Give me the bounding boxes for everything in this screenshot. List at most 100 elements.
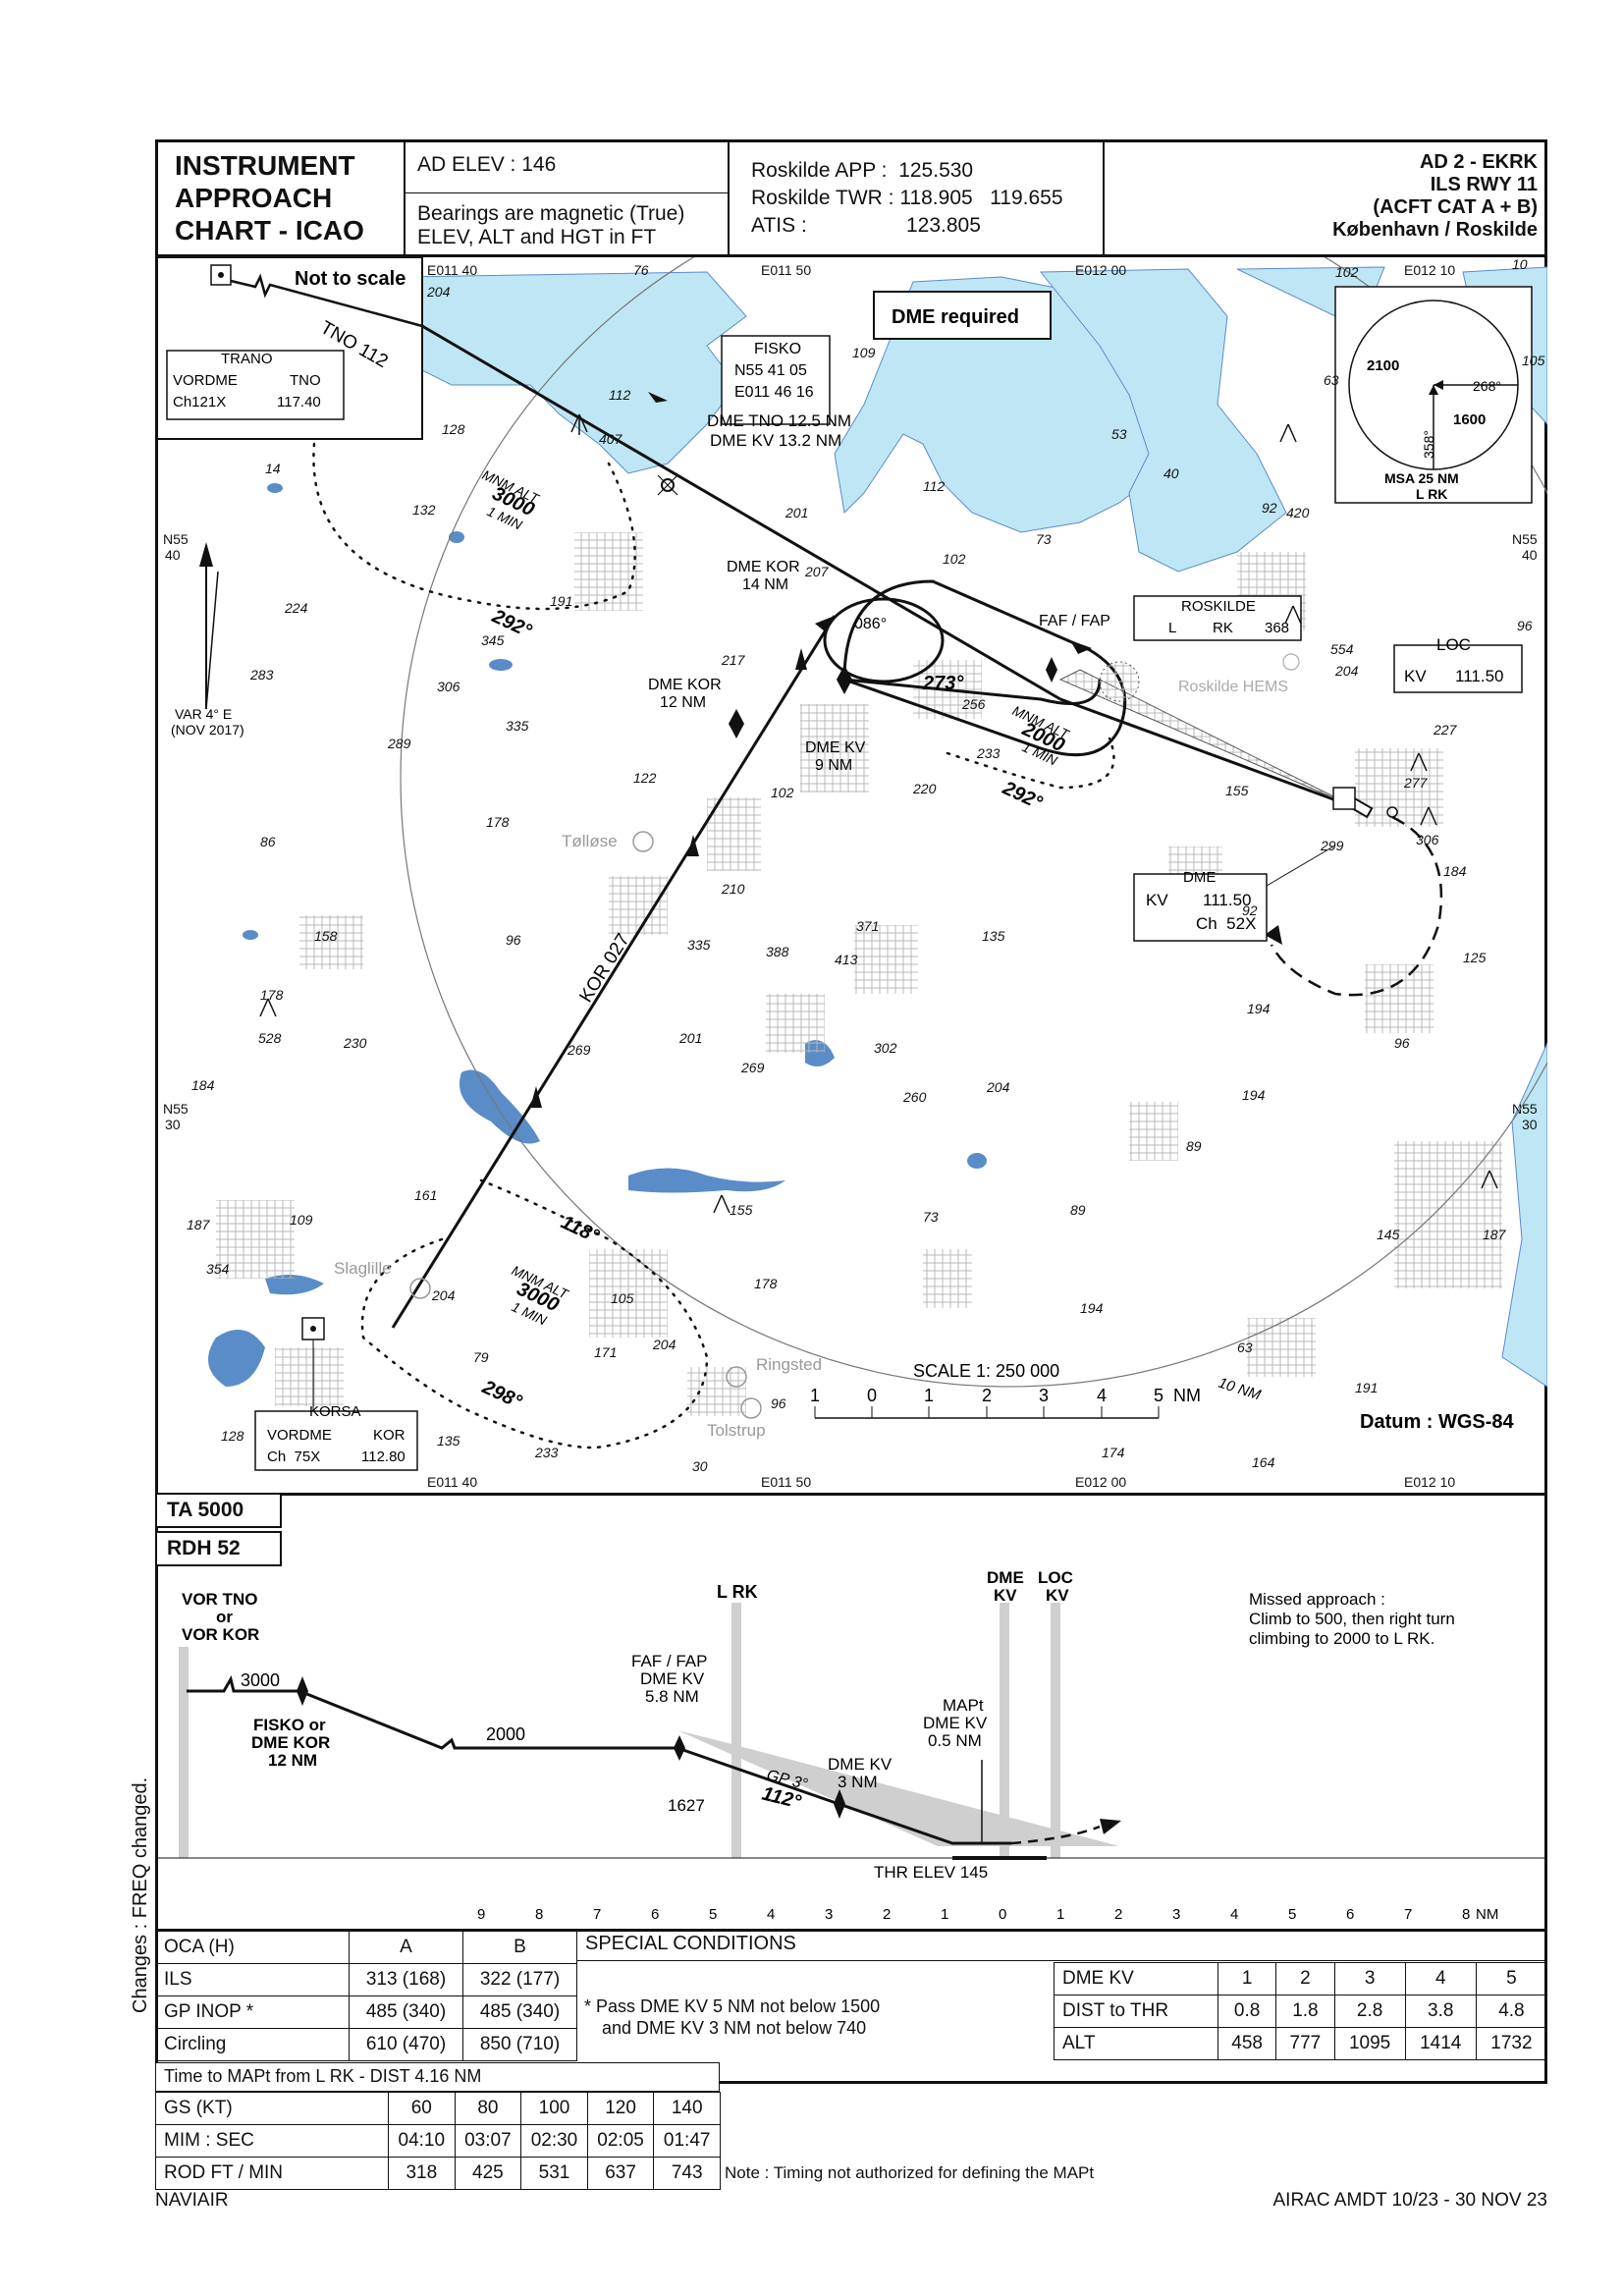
time-table-label: ROD FT / MIN <box>155 2157 389 2190</box>
spot-height: 528 <box>258 1030 282 1046</box>
fisko-label-2: DME KOR <box>251 1733 330 1752</box>
spot-height: 260 <box>902 1089 927 1105</box>
oca-row-label: Circling <box>155 2028 350 2061</box>
oca-header: OCA (H) <box>155 1931 350 1964</box>
trano-inset: Not to scale TRANO VORDME TNO Ch121X 117… <box>157 257 423 440</box>
spot-height: 554 <box>1330 641 1354 657</box>
time-table-cell: 80 <box>454 2092 522 2125</box>
timing-note: Note : Timing not authorized for definin… <box>725 2163 1095 2182</box>
scale-tick-4: 2 <box>982 1386 992 1405</box>
time-table-cell: 04:10 <box>388 2124 456 2158</box>
spot-height: 92 <box>1262 500 1277 516</box>
msa-alt-east: 1600 <box>1453 411 1486 428</box>
time-table-label: MIM : SEC <box>155 2124 389 2158</box>
scale-title: SCALE 1: 250 000 <box>913 1361 1059 1381</box>
svg-text:NM: NM <box>1476 1906 1498 1923</box>
spot-height: 10 <box>1512 257 1528 272</box>
svg-text:1: 1 <box>941 1906 948 1923</box>
vor-label-1: VOR TNO <box>182 1590 257 1609</box>
dme-table-cell: 4 <box>1404 1962 1477 1995</box>
app-freq: 125.530 <box>898 159 974 182</box>
svg-text:2: 2 <box>883 1906 891 1923</box>
time-table-cell: 120 <box>586 2092 655 2125</box>
oca-cell: 485 (340) <box>349 1995 463 2029</box>
oca-row-label: GP INOP * <box>155 1995 350 2029</box>
spot-height: 109 <box>852 345 876 360</box>
lat-label-4a: N55 <box>1512 1101 1538 1117</box>
korsa-freq: 112.80 <box>361 1449 406 1465</box>
scale-unit: NM <box>1173 1386 1201 1405</box>
dme-table-cell: 1414 <box>1404 2027 1477 2060</box>
spot-height: 204 <box>426 284 451 300</box>
localizer-feather <box>1058 669 1356 808</box>
lon-label-4: E012 10 <box>1404 262 1455 278</box>
lon-label-1: E011 40 <box>427 262 477 278</box>
dme-table-label: ALT <box>1054 2027 1218 2060</box>
south-holding-pattern <box>360 1178 709 1449</box>
msa-diagram: 2100 1600 268° 358° MSA 25 NM L RK <box>1334 286 1533 504</box>
svg-text:4: 4 <box>767 1906 775 1923</box>
spot-height: 73 <box>1036 531 1052 547</box>
spot-height: 158 <box>314 928 338 944</box>
kor-radial-label: KOR 027 <box>575 930 633 1006</box>
spot-height: 86 <box>260 834 276 849</box>
missed-approach-climb <box>1010 1825 1101 1845</box>
lat-label-2a: N55 <box>163 1101 189 1117</box>
dme-table-cell: 1095 <box>1333 2027 1406 2060</box>
fisko-lon: E011 46 16 <box>734 384 814 401</box>
units-note: ELEV, ALT and HGT in FT <box>417 226 657 248</box>
spot-height: 178 <box>754 1276 778 1291</box>
spot-heights: 204 76 112 102 10 105 109 128 407 63 53 … <box>187 257 1545 1474</box>
spot-height: 30 <box>692 1458 708 1474</box>
dme-box-ch: Ch 52X <box>1196 914 1256 933</box>
korsa-type: VORDME <box>267 1427 332 1444</box>
oca-cell: 322 (177) <box>462 1963 577 1996</box>
time-table-cell: 01:47 <box>653 2124 721 2158</box>
msa-label-1: MSA 25 NM <box>1384 470 1459 486</box>
lat-label-1b: 40 <box>165 547 181 563</box>
loc-id: KV <box>1404 667 1427 685</box>
loc-kv-bar-1: LOC <box>1038 1568 1073 1587</box>
town-tollose: Tølløse <box>562 832 618 850</box>
spot-height: 283 <box>249 667 274 683</box>
spot-height: 191 <box>1355 1380 1378 1395</box>
dme-table-label: DME KV <box>1054 1962 1218 1995</box>
spot-height: 191 <box>550 593 572 609</box>
spot-height: 89 <box>1070 1202 1086 1218</box>
spot-height: 96 <box>506 932 521 948</box>
dme-kv-box: DME KV 111.50 Ch 52X <box>1133 846 1334 942</box>
svg-text:7: 7 <box>1404 1906 1412 1923</box>
svg-text:7: 7 <box>593 1906 601 1923</box>
magnetic-variation: VAR 4° E (NOV 2017) <box>171 542 244 738</box>
scale-tick-1: 1 <box>810 1386 820 1405</box>
dme-kv-9-l2: 9 NM <box>815 757 852 774</box>
chart-title-line3: CHART - ICAO <box>175 215 364 246</box>
spot-height: 128 <box>221 1428 244 1444</box>
lon-label-2: E011 50 <box>761 262 811 278</box>
missed-approach-3: climbing to 2000 to L RK. <box>1249 1629 1434 1648</box>
lon-label-5: E011 40 <box>427 1474 477 1490</box>
aerodrome-id: AD 2 - EKRK <box>1419 151 1538 173</box>
aerodrome-name: København / Roskilde <box>1332 219 1538 241</box>
time-table-cell: 140 <box>653 2092 721 2125</box>
spot-height: 128 <box>442 421 465 437</box>
missed-approach-1: Missed approach : <box>1249 1590 1385 1609</box>
descent-path <box>187 1675 1011 1845</box>
chart-id-cell: AD 2 - EKRK ILS RWY 11 (ACFT CAT A + B) … <box>1332 151 1538 242</box>
spot-height: 277 <box>1403 775 1429 791</box>
not-to-scale-label: Not to scale <box>295 268 406 290</box>
spot-height: 407 <box>599 431 623 447</box>
oca-row-label: ILS <box>155 1963 350 1996</box>
elevation-cell: AD ELEV : 146 Bearings are magnetic (Tru… <box>406 139 730 254</box>
inbound-course-273: 273° <box>922 673 964 694</box>
course-086: 086° <box>854 616 887 632</box>
lon-label-6: E011 50 <box>761 1474 811 1490</box>
spot-height: 269 <box>567 1042 591 1058</box>
twr-freq: 118.905 119.655 <box>899 187 1063 209</box>
spot-height: 233 <box>976 745 1001 761</box>
dme-table-cell: 1.8 <box>1275 1995 1335 2028</box>
spot-height: 388 <box>766 944 789 959</box>
hems-label: Roskilde HEMS <box>1178 679 1288 695</box>
trano-channel: Ch121X <box>173 394 226 410</box>
fisko-dme-kv: DME KV 13.2 NM <box>710 431 841 450</box>
